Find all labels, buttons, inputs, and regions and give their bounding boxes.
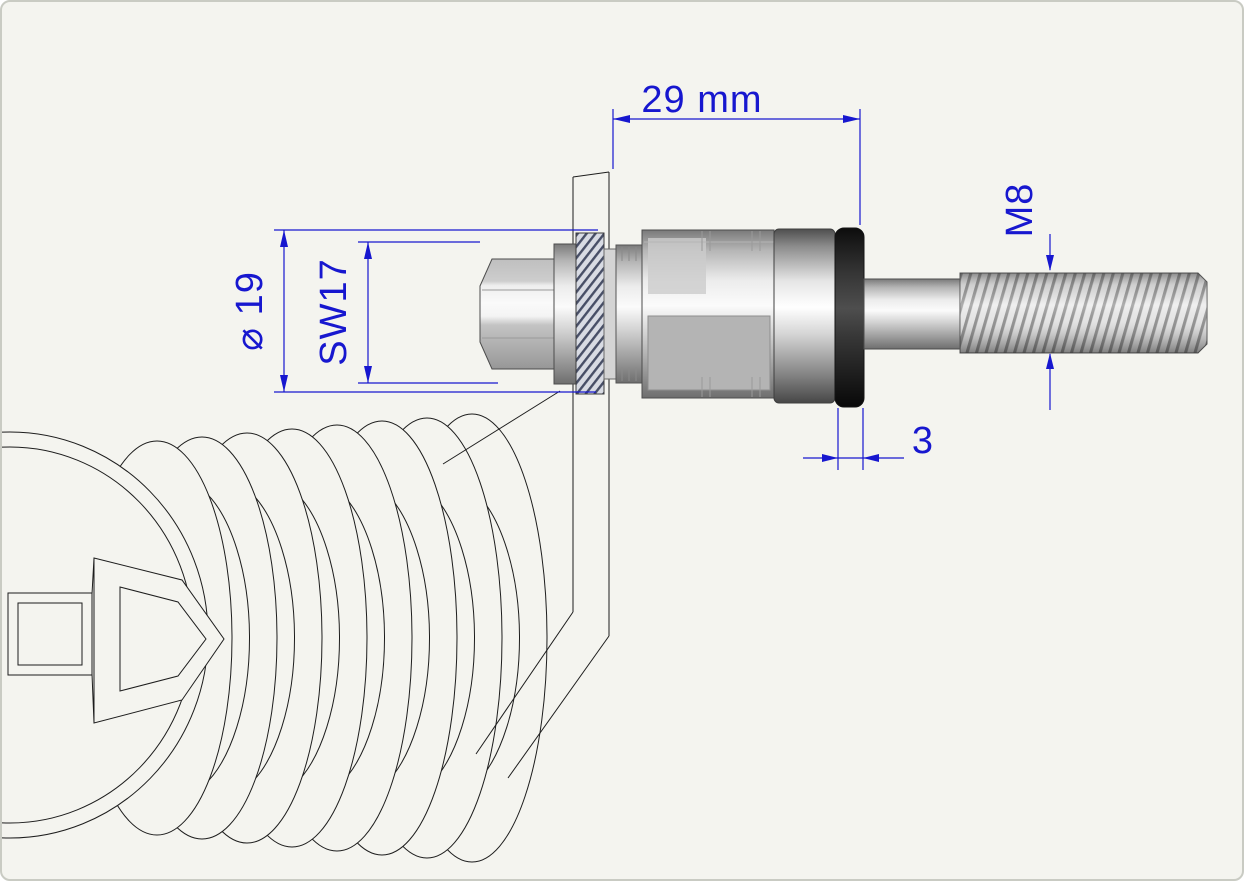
dimension-wrench-size: SW17 [313,241,498,384]
dimension-diameter: ⌀ 19 [229,229,598,393]
dim-label-thread: M8 [999,183,1041,238]
bellows-hose [2,413,548,863]
ribbed-collar [615,244,643,384]
seal-ring [834,227,865,408]
dimension-width: 29 mm [612,79,861,225]
coupling-assembly [479,227,1208,408]
dim-label-diameter: ⌀ 19 [229,271,271,351]
hex-nut [479,258,559,370]
mounting-bracket [475,171,610,779]
coupling-sleeve [641,229,775,399]
sleeve-end-cap [773,228,836,404]
dimension-thread: M8 [999,183,1054,410]
dim-label-wrench: SW17 [313,258,355,365]
dim-label-gap: 3 [912,420,934,462]
serrated-washer [575,232,605,395]
shaft [863,278,961,350]
threaded-stud [959,272,1208,354]
leader-line [442,390,561,465]
spacer-ring [603,248,617,380]
washer [553,243,577,385]
dim-label-width: 29 mm [641,79,762,121]
dimension-gap: 3 [803,408,934,470]
